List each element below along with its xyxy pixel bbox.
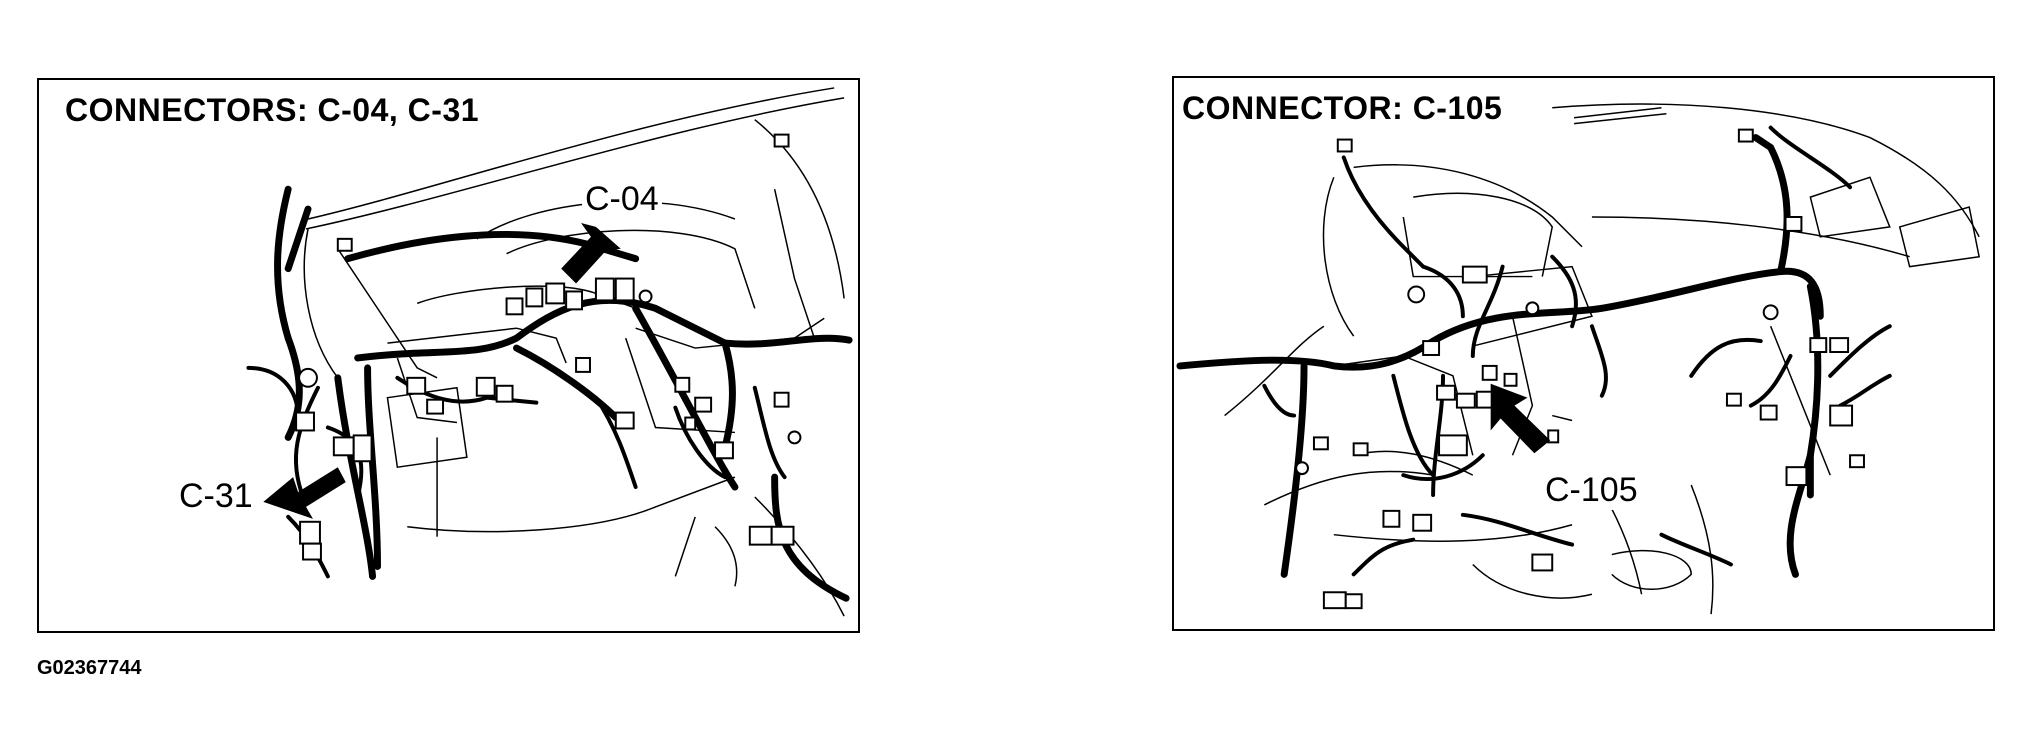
diagram-panel-left: CONNECTORS: C-04, C-31 C-04 C-31 (37, 78, 860, 633)
diagram-panel-right: CONNECTOR: C-105 C-105 (1172, 76, 1995, 631)
panel-title-right: CONNECTOR: C-105 (1182, 90, 1509, 127)
figure-code: G02367744 (37, 657, 142, 679)
dashboard-harness-illustration-left (246, 87, 853, 617)
panel-title-left: CONNECTORS: C-04, C-31 (65, 92, 486, 129)
callout-label-c04: C-04 (582, 180, 662, 219)
callout-label-c105: C-105 (1542, 471, 1641, 510)
dashboard-harness-illustration-right (1176, 103, 1981, 615)
callout-label-c31: C-31 (176, 477, 256, 516)
